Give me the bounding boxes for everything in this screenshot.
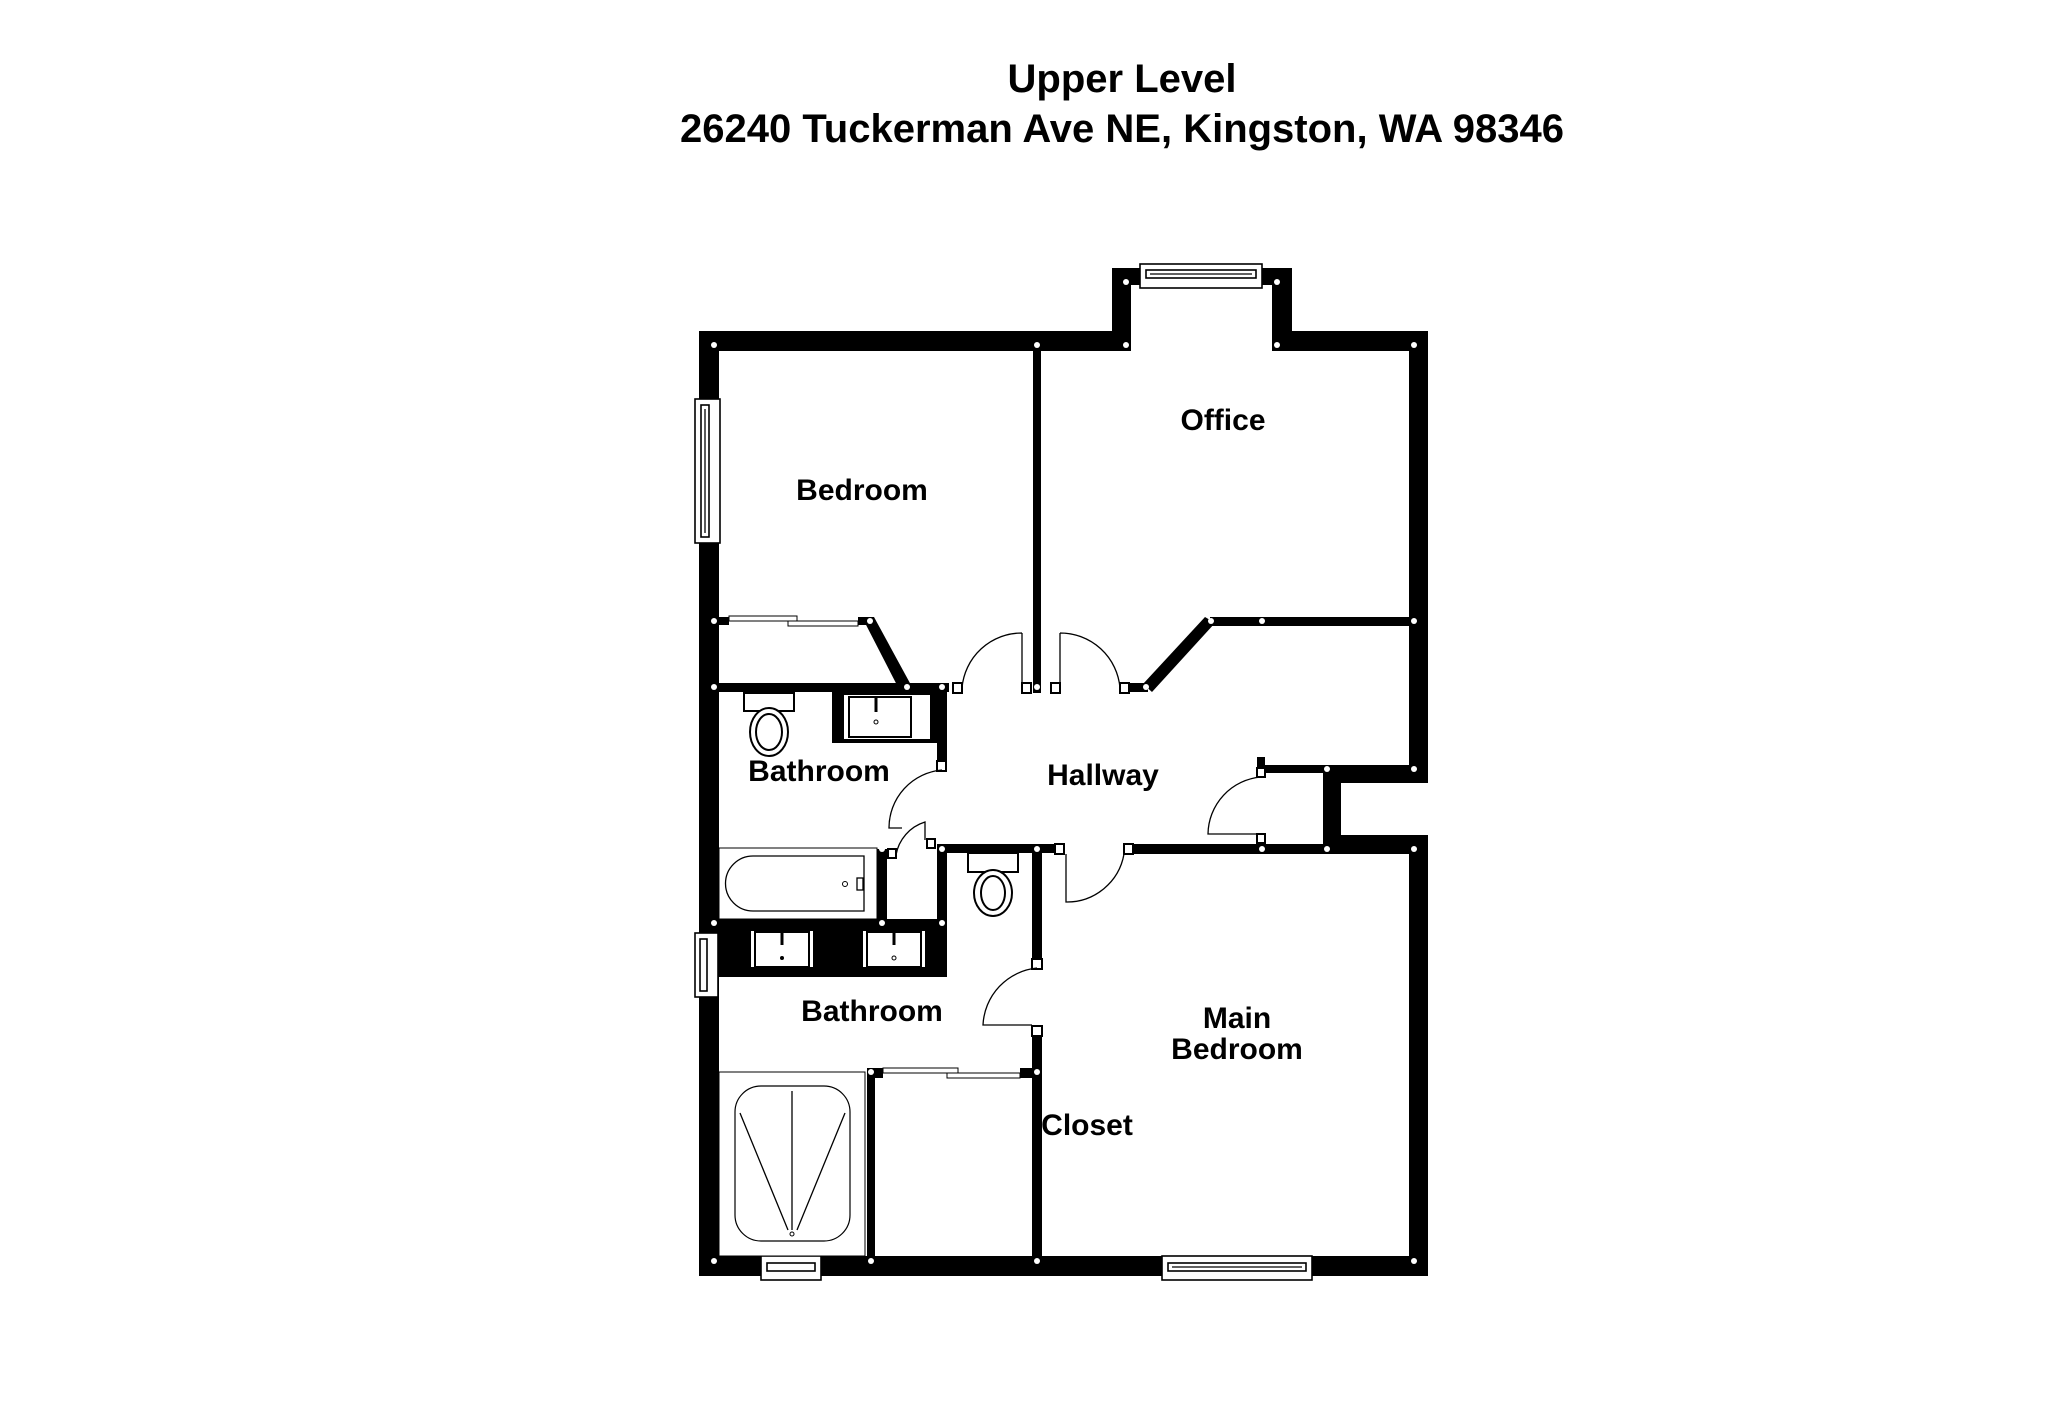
bathroom-window xyxy=(694,932,719,998)
label-bathroom-2: Bathroom xyxy=(801,995,943,1028)
main-bedroom-window xyxy=(1161,1255,1313,1281)
label-bedroom: Bedroom xyxy=(796,474,928,507)
floor-title: Upper Level xyxy=(1007,57,1237,101)
bedroom-window xyxy=(694,398,721,544)
sink-icon xyxy=(832,691,937,743)
toilet-2-icon xyxy=(967,852,1019,917)
label-bathroom-1: Bathroom xyxy=(748,755,890,788)
bathroom-1-fixtures xyxy=(743,691,937,757)
double-vanity-icon xyxy=(719,928,947,970)
toilet-icon xyxy=(743,692,795,757)
label-main-bedroom-line1: Main xyxy=(1203,1002,1271,1035)
shower-icon xyxy=(718,1071,866,1257)
property-address: 26240 Tuckerman Ave NE, Kingston, WA 983… xyxy=(679,107,1565,151)
label-main-bedroom-line2: Bedroom xyxy=(1171,1033,1303,1066)
outer-walls xyxy=(699,268,1428,1276)
wall-junction-dots xyxy=(711,279,1417,1264)
windows xyxy=(694,263,1313,1281)
bathtub-icon xyxy=(718,847,878,920)
office-window xyxy=(1139,263,1263,289)
label-office: Office xyxy=(1180,404,1265,437)
label-closet: Closet xyxy=(1041,1109,1133,1142)
bathroom-2-fixtures xyxy=(718,847,1019,1257)
room-labels: Bedroom Office Hallway Bathroom Bathroom… xyxy=(748,404,1303,1142)
label-hallway: Hallway xyxy=(1047,759,1159,792)
doors xyxy=(887,632,1266,1037)
interior-walls xyxy=(719,351,1410,1256)
shower-window xyxy=(760,1255,822,1281)
